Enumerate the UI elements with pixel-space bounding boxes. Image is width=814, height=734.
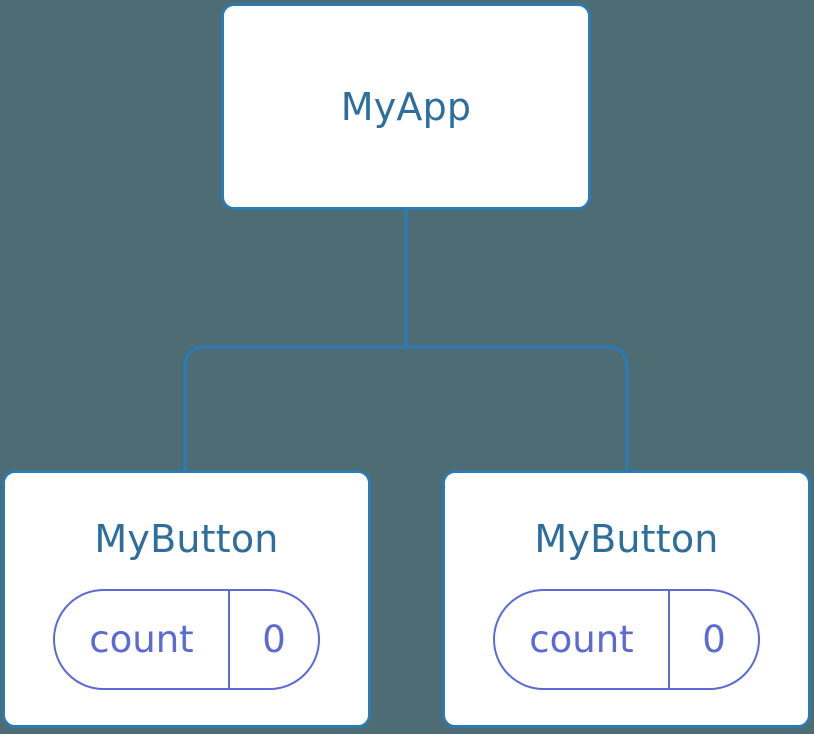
component-node-title: MyApp [340, 84, 472, 129]
component-node-title: MyButton [534, 517, 719, 561]
state-pill-key: count [89, 618, 194, 661]
state-pill-key: count [529, 618, 634, 661]
component-node-title: MyButton [94, 517, 279, 561]
edge-to-child-right [406, 345, 629, 472]
edge-to-child-left [183, 345, 406, 472]
component-node-mybutton-1[interactable]: MyButton count 0 [2, 470, 371, 728]
state-pill-count[interactable]: count 0 [53, 589, 320, 690]
component-node-myapp[interactable]: MyApp [221, 3, 591, 210]
component-node-mybutton-2[interactable]: MyButton count 0 [442, 470, 811, 728]
state-pill-count[interactable]: count 0 [493, 589, 760, 690]
state-pill-value: 0 [228, 591, 318, 688]
state-pill-value: 0 [668, 591, 758, 688]
